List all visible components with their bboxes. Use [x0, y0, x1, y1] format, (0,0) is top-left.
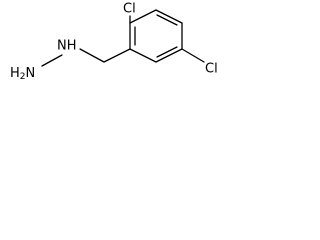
atom-label-h2n-subscript: 2 — [20, 72, 26, 82]
bond-ring-to-cl-right — [181, 48, 205, 63]
atom-label-cl-top: Cl — [123, 2, 136, 17]
bond-nh-to-nh2 — [41, 54, 63, 67]
ring-bond-top-right — [155, 9, 183, 24]
ring-bond-bottom-right — [155, 48, 183, 63]
ring-double-bond-bottom-right — [156, 46, 178, 58]
bond-ch2-to-nh — [79, 48, 105, 63]
benzene-ring — [129, 9, 183, 63]
atom-label-nh: NH — [57, 39, 77, 54]
ring-bond-top-left — [129, 9, 157, 24]
atom-label-cl-right: Cl — [205, 62, 218, 77]
ring-bond-bottom-left — [129, 48, 157, 63]
atom-label-h2n-n: N — [26, 66, 36, 81]
molecule-structure-diagram: Cl Cl NH H2N — [10, 2, 218, 82]
atom-label-h2n: H2N — [10, 66, 35, 82]
bond-ring-to-ch2 — [103, 48, 131, 63]
atom-label-h2n-h: H — [10, 66, 20, 81]
ring-double-bond-top-right — [156, 14, 178, 26]
